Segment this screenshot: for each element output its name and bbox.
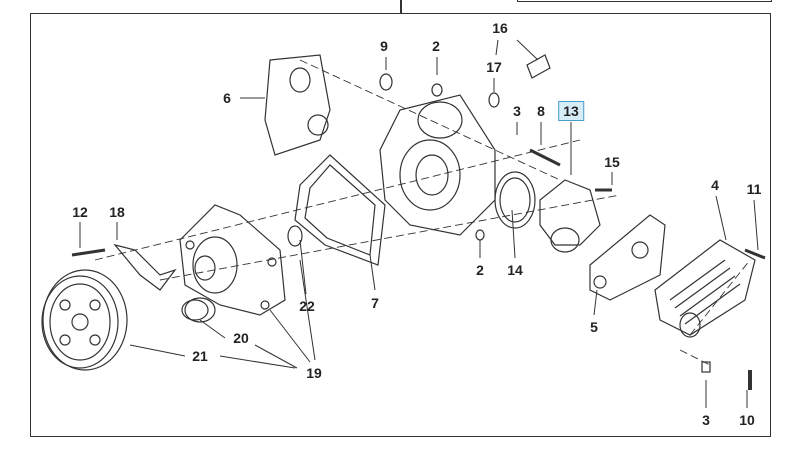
sensor-16 (526, 54, 551, 79)
callout-6[interactable]: 6 (223, 90, 231, 106)
washer-17 (488, 92, 500, 108)
bolt-8 (529, 148, 561, 167)
callout-8[interactable]: 8 (537, 103, 545, 119)
callout-15[interactable]: 15 (604, 154, 620, 170)
callout-20[interactable]: 20 (233, 330, 249, 346)
bracket-18 (113, 243, 177, 291)
diagram-frame (30, 13, 771, 437)
assembly-axis-lines (94, 59, 751, 366)
oil-cooler-4 (654, 239, 756, 338)
sleeve-9 (379, 73, 393, 91)
callout-2[interactable]: 2 (476, 262, 484, 278)
callout-10[interactable]: 10 (739, 412, 755, 428)
ring-20 (181, 299, 209, 321)
callout-12[interactable]: 12 (72, 204, 88, 220)
callout-11[interactable]: 11 (746, 181, 762, 197)
callout-18[interactable]: 18 (109, 204, 125, 220)
callout-14[interactable]: 14 (507, 262, 523, 278)
washer-2b (475, 229, 485, 241)
bolt-12 (71, 248, 106, 257)
gasket-5 (589, 214, 666, 301)
callout-13-highlighted[interactable]: 13 (558, 101, 584, 121)
pump-housing (379, 94, 496, 236)
gasket-14 (494, 171, 536, 229)
callout-22[interactable]: 22 (299, 298, 315, 314)
water-pump-19 (179, 204, 286, 323)
callout-3[interactable]: 3 (513, 103, 521, 119)
callout-9[interactable]: 9 (380, 38, 388, 54)
nut-3 (701, 361, 711, 373)
callout-2[interactable]: 2 (432, 38, 440, 54)
gasket-6 (264, 54, 331, 156)
gasket-7 (294, 154, 386, 266)
bolt-11 (744, 248, 766, 260)
leader-lines (79, 39, 759, 408)
pulley-21 (41, 269, 128, 371)
callout-17[interactable]: 17 (486, 59, 502, 75)
callout-7[interactable]: 7 (371, 295, 379, 311)
callout-5[interactable]: 5 (590, 319, 598, 335)
thermostat-housing-13 (539, 179, 601, 253)
header-box (517, 0, 772, 2)
callout-4[interactable]: 4 (711, 177, 719, 193)
callout-3[interactable]: 3 (702, 412, 710, 428)
seal-22 (287, 225, 303, 247)
top-connector-line (400, 0, 402, 13)
callout-21[interactable]: 21 (192, 348, 208, 364)
callout-16[interactable]: 16 (492, 20, 508, 36)
washer-2 (431, 83, 443, 97)
callout-19[interactable]: 19 (306, 365, 322, 381)
gasket-7-inner (304, 164, 376, 256)
